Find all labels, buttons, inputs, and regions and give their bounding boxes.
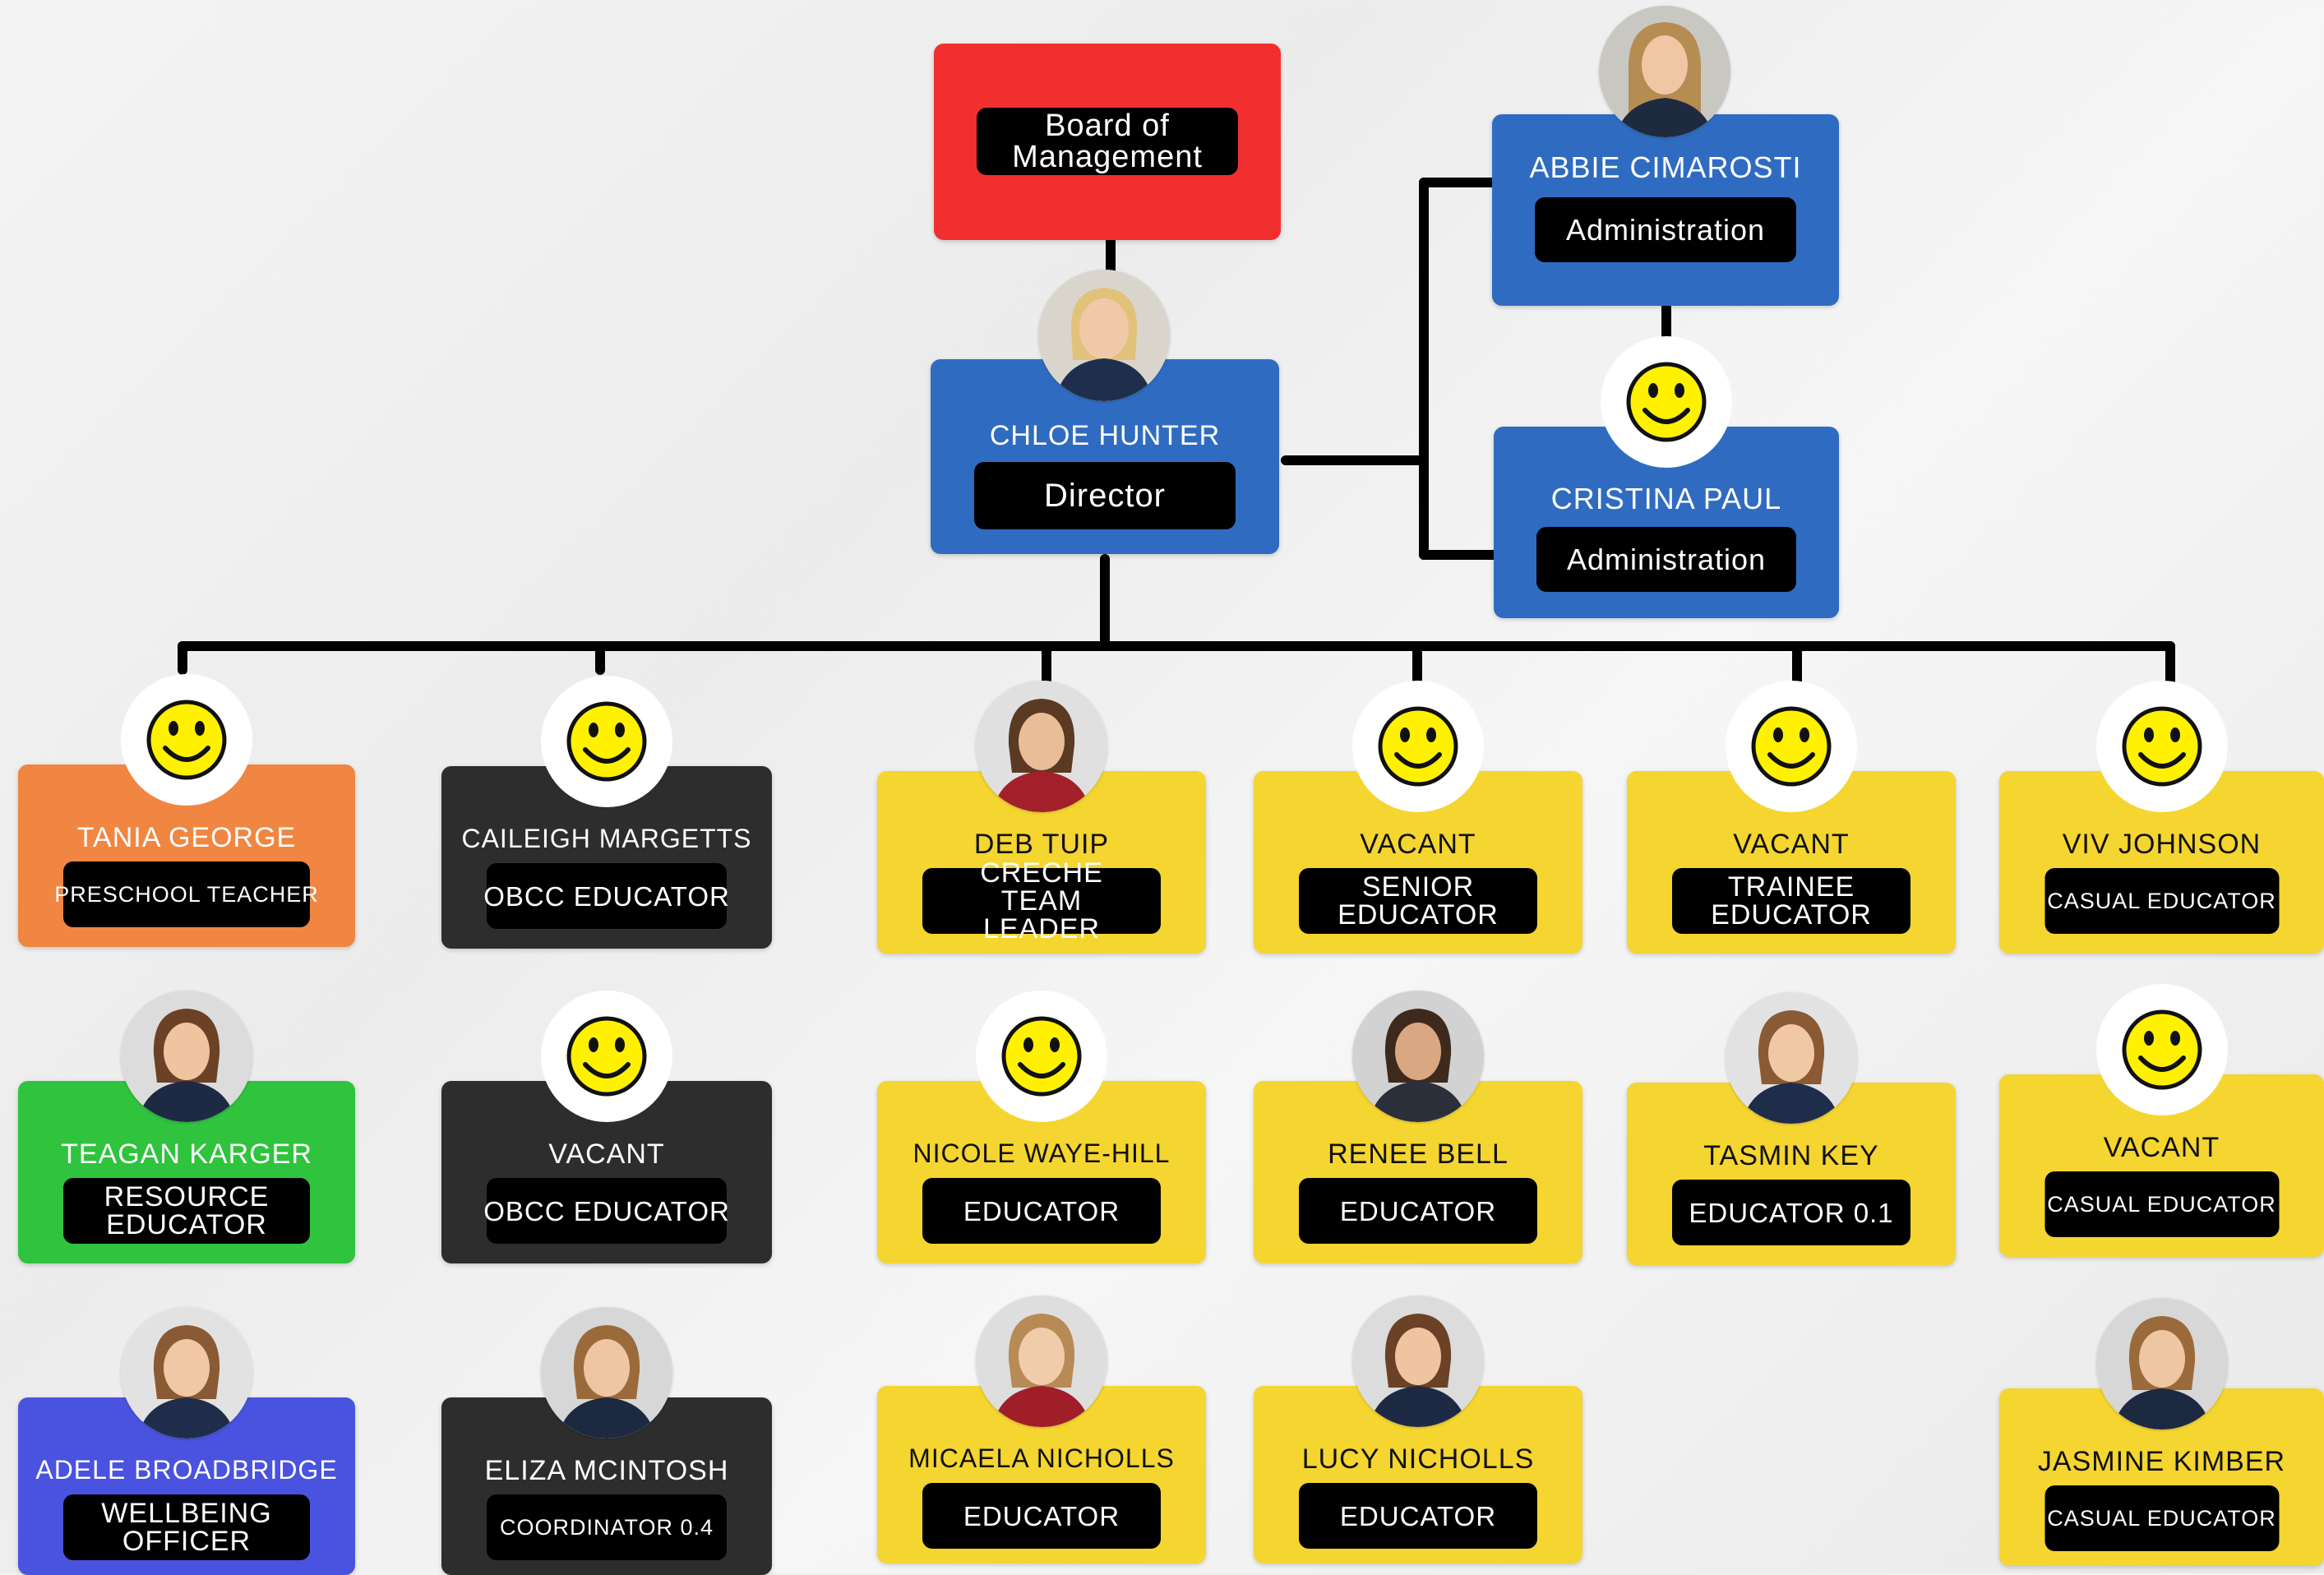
staff-1-3-name: ADELE BROADBRIDGE	[35, 1455, 338, 1485]
admin-name-1: ABBIE CIMAROSTI	[1529, 150, 1802, 184]
staff-6-3-name: JASMINE KIMBER	[2037, 1446, 2286, 1477]
director-name: CHLOE HUNTER	[989, 420, 1221, 451]
staff-4-1-name: VACANT	[1360, 829, 1476, 860]
staff-2-3-role: COORDINATOR 0.4	[487, 1494, 727, 1560]
staff-5-2-name: TASMIN KEY	[1703, 1140, 1879, 1171]
staff-2-3-card: ELIZA MCINTOSH COORDINATOR 0.4	[441, 1397, 772, 1575]
staff-3-3-role: EDUCATOR	[922, 1483, 1161, 1549]
staff-6-2-name: VACANT	[2103, 1132, 2220, 1163]
admin-avatar-1	[1599, 6, 1730, 137]
staff-3-2-smiley-icon	[976, 991, 1107, 1122]
staff-3-1-name: DEB TUIP	[973, 829, 1110, 860]
staff-1-1-role: PRESCHOOL TEACHER	[54, 861, 318, 927]
staff-1-2-photo	[121, 991, 252, 1122]
director-role: Director	[974, 462, 1236, 529]
staff-4-3-photo	[1352, 1296, 1484, 1427]
staff-4-1-card: VACANT SENIOR EDUCATOR	[1254, 771, 1582, 954]
staff-2-3-photo	[541, 1307, 672, 1439]
staff-4-3-name: LUCY NICHOLLS	[1301, 1443, 1535, 1475]
staff-4-1-smiley-icon	[1352, 681, 1484, 812]
staff-2-3-name: ELIZA MCINTOSH	[484, 1455, 729, 1486]
admin-card-1: ABBIE CIMAROSTI Administration	[1492, 114, 1839, 306]
staff-2-2-smiley-icon	[541, 991, 672, 1122]
staff-1-1-smiley-icon	[121, 674, 252, 806]
staff-3-2-card: NICOLE WAYE-HILL EDUCATOR	[877, 1081, 1206, 1263]
admin-name-2: CRISTINA PAUL	[1550, 482, 1782, 515]
director-avatar	[1038, 270, 1170, 401]
staff-4-2-card: RENEE BELL EDUCATOR	[1254, 1081, 1582, 1263]
staff-1-2-role: RESOURCE EDUCATOR	[63, 1178, 310, 1244]
staff-4-2-role: EDUCATOR	[1299, 1178, 1537, 1244]
staff-4-2-name: RENEE BELL	[1328, 1139, 1509, 1170]
staff-6-3-photo	[2095, 1298, 2228, 1430]
board-card: Board of Management	[934, 44, 1281, 240]
staff-5-1-role: TRAINEE EDUCATOR	[1672, 868, 1910, 934]
staff-5-2-role: EDUCATOR 0.1	[1672, 1180, 1910, 1245]
staff-2-2-name: VACANT	[548, 1139, 665, 1170]
staff-6-1-card: VIV JOHNSON CASUAL EDUCATOR	[1999, 771, 2324, 954]
staff-3-3-card: MICAELA NICHOLLS EDUCATOR	[877, 1386, 1206, 1563]
staff-5-1-smiley-icon	[1726, 681, 1857, 812]
staff-6-1-name: VIV JOHNSON	[2062, 829, 2262, 860]
staff-1-1-name: TANIA GEORGE	[76, 822, 297, 853]
staff-3-1-photo	[976, 681, 1107, 812]
staff-1-3-photo	[121, 1307, 252, 1439]
staff-4-1-role: SENIOR EDUCATOR	[1299, 868, 1537, 934]
staff-1-2-card: TEAGAN KARGER RESOURCE EDUCATOR	[18, 1081, 355, 1263]
staff-6-3-role: CASUAL EDUCATOR	[2044, 1485, 2279, 1551]
board-label: Board of Management	[977, 108, 1238, 175]
staff-3-1-role: CRECHE TEAM LEADER	[922, 859, 1161, 943]
staff-3-2-name: NICOLE WAYE-HILL	[913, 1139, 1171, 1168]
staff-6-2-smiley-icon	[2095, 984, 2228, 1115]
staff-1-2-name: TEAGAN KARGER	[61, 1139, 312, 1170]
staff-1-3-role: WELLBEING OFFICER	[63, 1494, 310, 1560]
staff-2-1-smiley-icon	[541, 676, 672, 807]
staff-5-1-name: VACANT	[1733, 829, 1850, 860]
director-card: CHLOE HUNTER Director	[931, 359, 1279, 554]
staff-6-2-role: CASUAL EDUCATOR	[2044, 1171, 2279, 1237]
admin-role-2: Administration	[1536, 527, 1796, 592]
staff-3-3-name: MICAELA NICHOLLS	[908, 1443, 1175, 1473]
staff-6-1-role: CASUAL EDUCATOR	[2044, 868, 2279, 934]
staff-6-1-smiley-icon	[2095, 681, 2228, 812]
admin-role-1: Administration	[1535, 197, 1796, 262]
staff-4-2-photo	[1352, 991, 1484, 1122]
admin-smiley-icon-2	[1601, 336, 1732, 468]
staff-2-2-role: OBCC EDUCATOR	[483, 1178, 729, 1244]
staff-4-3-role: EDUCATOR	[1299, 1483, 1537, 1549]
staff-3-2-role: EDUCATOR	[922, 1178, 1161, 1244]
staff-2-1-role: OBCC EDUCATOR	[483, 863, 729, 929]
staff-5-2-photo	[1726, 992, 1857, 1124]
staff-3-3-photo	[976, 1296, 1107, 1427]
staff-2-1-name: CAILEIGH MARGETTS	[461, 824, 752, 853]
